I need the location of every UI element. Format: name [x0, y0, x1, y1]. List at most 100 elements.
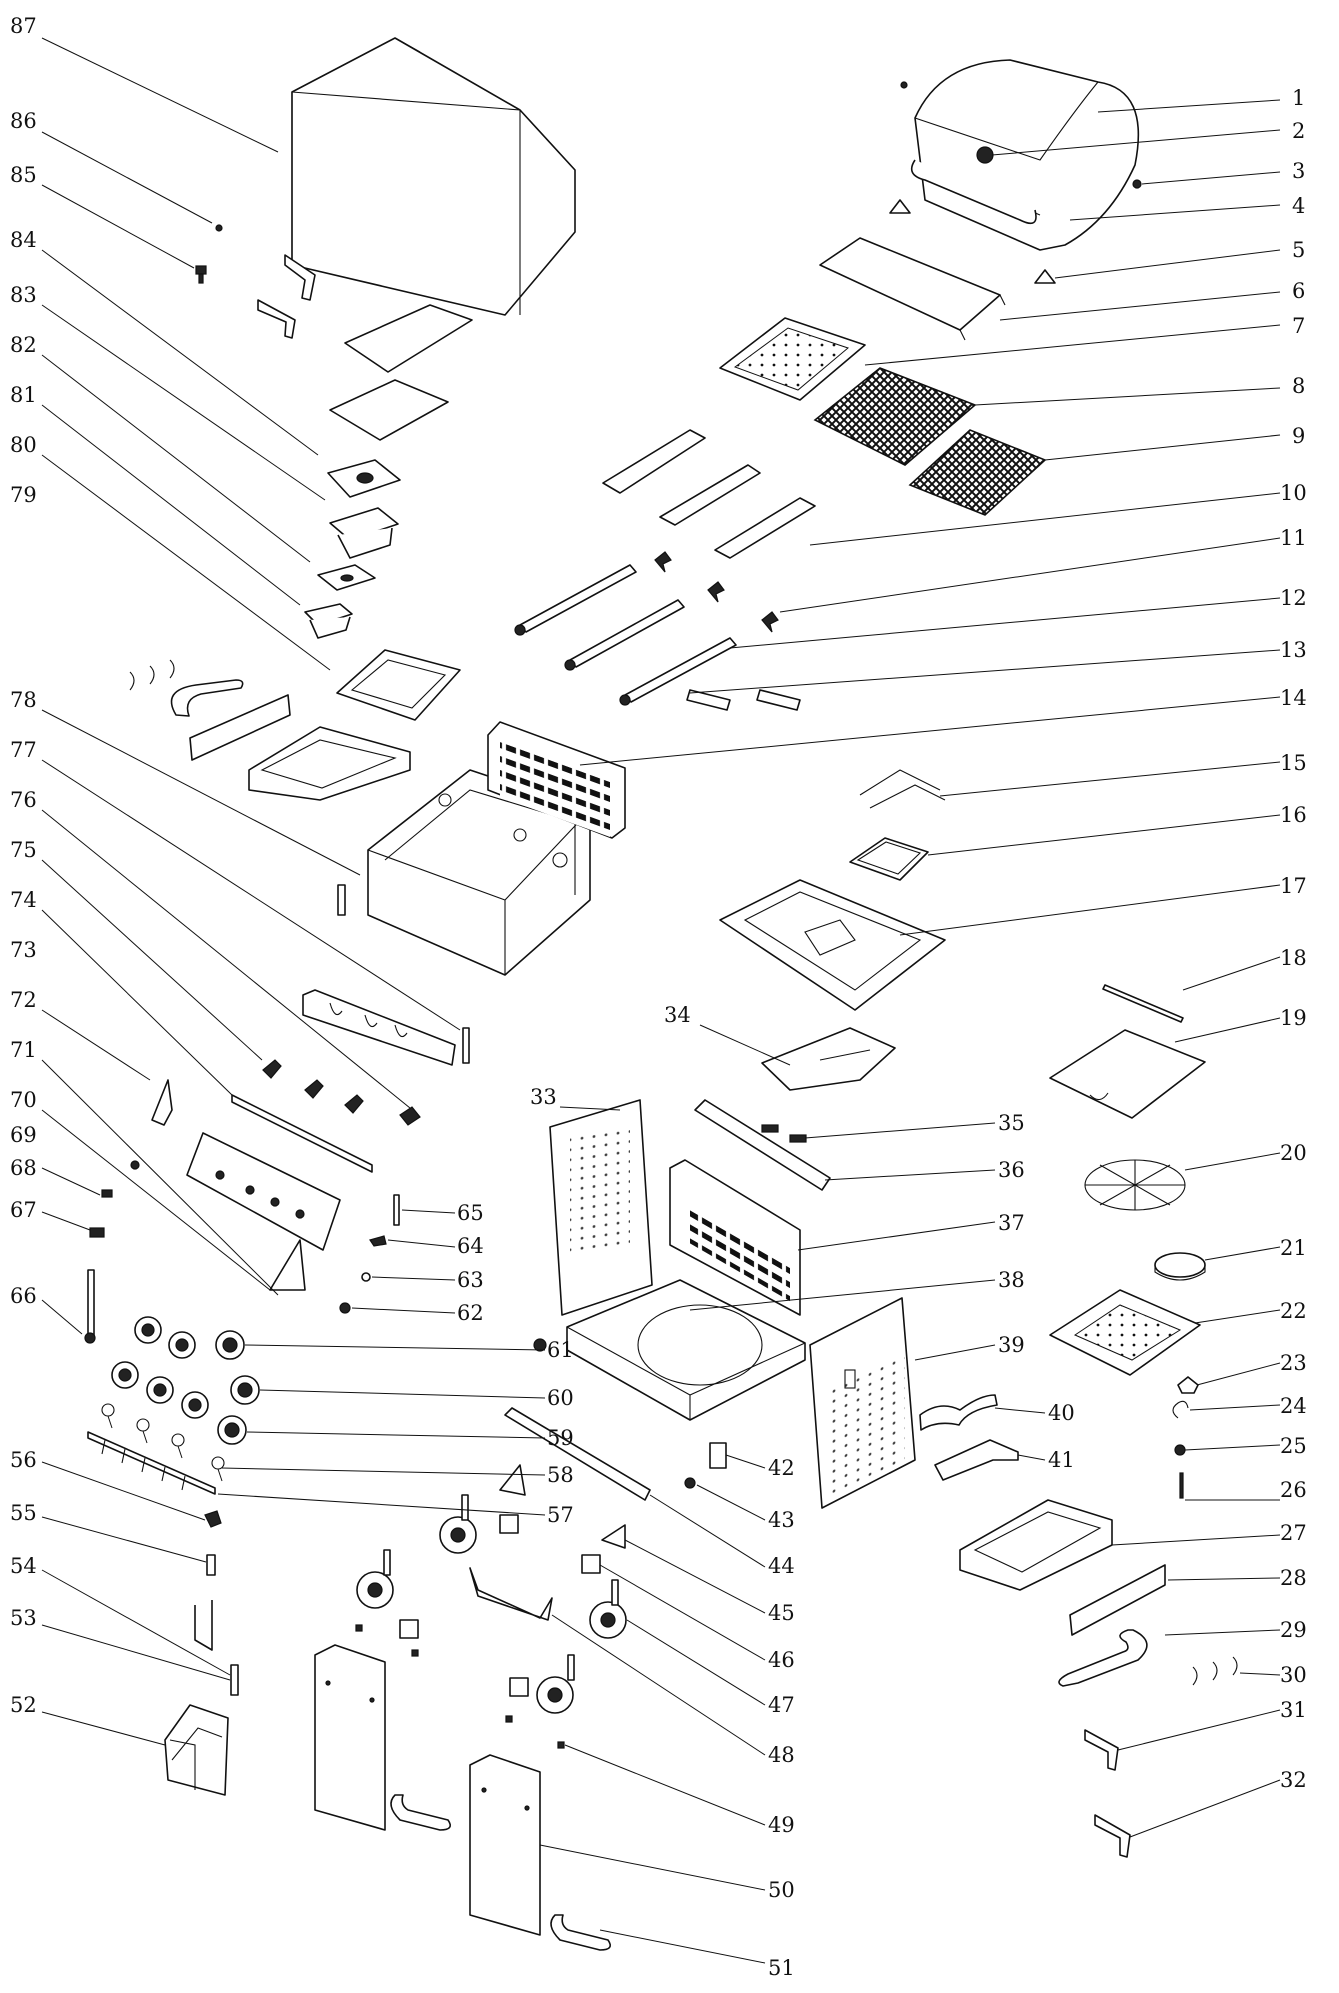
- callout-54: 54: [10, 1554, 37, 1578]
- callout-43: 43: [768, 1508, 795, 1532]
- part-clip-75: [462, 1027, 470, 1064]
- part-rod: [1102, 984, 1184, 1023]
- part-lid-screw: [1132, 179, 1142, 189]
- callout-65: 65: [457, 1201, 484, 1225]
- callout-12: 12: [1280, 586, 1307, 610]
- callout-42: 42: [768, 1456, 795, 1480]
- callout-45: 45: [768, 1601, 795, 1625]
- part-door-handle-left: [390, 1794, 451, 1831]
- callout-70: 70: [10, 1088, 37, 1112]
- part-bracket-69: [269, 1239, 306, 1291]
- part-pin-26: [1179, 1472, 1184, 1499]
- part-side-shelf-right: [1049, 1029, 1206, 1119]
- part-bracket-a: [284, 254, 316, 301]
- part-bracket-b: [257, 299, 296, 339]
- callout-38: 38: [998, 1268, 1025, 1292]
- part-bracket-40: [919, 1394, 998, 1431]
- callout-53: 53: [10, 1606, 37, 1630]
- part-igniter: [89, 1227, 105, 1238]
- part-bezels: [101, 1403, 225, 1482]
- callout-18: 18: [1280, 946, 1307, 970]
- part-clip-53: [230, 1664, 239, 1696]
- part-bumper-a: [889, 199, 911, 214]
- part-firebox: [367, 769, 591, 976]
- callout-23: 23: [1280, 1351, 1307, 1375]
- callout-57: 57: [547, 1503, 574, 1527]
- part-clip-55: [206, 1554, 216, 1576]
- part-bracket-23: [1177, 1376, 1199, 1394]
- part-cart-left-panel: [549, 1099, 653, 1316]
- callout-14: 14: [1280, 686, 1307, 710]
- part-cup-holder: [859, 769, 946, 809]
- part-manifold: [231, 1094, 373, 1173]
- callout-39: 39: [998, 1333, 1025, 1357]
- callout-58: 58: [547, 1463, 574, 1487]
- part-valves: [262, 1059, 421, 1126]
- callout-84: 84: [10, 228, 37, 252]
- callout-64: 64: [457, 1234, 484, 1258]
- part-cart-right-panel: [809, 1297, 916, 1509]
- part-griddle: [719, 317, 866, 401]
- part-burners: [514, 564, 737, 706]
- callout-11: 11: [1280, 526, 1307, 550]
- part-cart-rail: [694, 1099, 831, 1191]
- callout-5: 5: [1292, 238, 1305, 262]
- callout-34: 34: [664, 1003, 691, 1027]
- callout-1: 1: [1292, 86, 1305, 110]
- callout-55: 55: [10, 1501, 37, 1525]
- callout-32: 32: [1280, 1768, 1307, 1792]
- part-gusset-a: [499, 1464, 526, 1496]
- part-side-burner-base: [1049, 1289, 1201, 1376]
- part-dot: [215, 224, 223, 232]
- callout-30: 30: [1280, 1663, 1307, 1687]
- part-nut: [130, 1160, 140, 1170]
- part-screw: [195, 265, 207, 284]
- callout-59: 59: [547, 1426, 574, 1450]
- part-foot-43: [684, 1477, 696, 1489]
- part-side-frame: [336, 649, 461, 721]
- callout-66: 66: [10, 1284, 37, 1308]
- part-shelf-front-right: [1069, 1564, 1166, 1636]
- part-probe: [84, 1269, 96, 1344]
- leader-lines: [41, 37, 1281, 1964]
- part-burner-tray: [327, 459, 401, 498]
- part-shelf-front-left: [189, 694, 291, 761]
- callout-28: 28: [1280, 1566, 1307, 1590]
- part-nut-62: [339, 1302, 351, 1314]
- callout-46: 46: [768, 1648, 795, 1672]
- part-shelf-body-left: [248, 726, 411, 801]
- part-bracket-41: [934, 1439, 1019, 1481]
- callout-13: 13: [1280, 638, 1307, 662]
- callout-40: 40: [1048, 1401, 1075, 1425]
- callout-8: 8: [1292, 374, 1305, 398]
- callout-74: 74: [10, 888, 37, 912]
- callout-15: 15: [1280, 751, 1307, 775]
- part-grease-funnel: [761, 1027, 896, 1091]
- callout-47: 47: [768, 1693, 795, 1717]
- callout-68: 68: [10, 1156, 37, 1180]
- part-blocks: [761, 1124, 807, 1143]
- callout-22: 22: [1280, 1299, 1307, 1323]
- callout-3: 3: [1292, 159, 1305, 183]
- callout-73: 73: [10, 938, 37, 962]
- callout-29: 29: [1280, 1618, 1307, 1642]
- callout-87: 87: [10, 14, 37, 38]
- callout-71: 71: [10, 1038, 37, 1062]
- callout-35: 35: [998, 1111, 1025, 1135]
- callout-77: 77: [10, 738, 37, 762]
- callout-9: 9: [1292, 424, 1305, 448]
- callout-76: 76: [10, 788, 37, 812]
- part-bumper-b: [1034, 269, 1056, 284]
- callouts-center: 65 64 63 62 61 60 59 58 57 34 33 35 36 3…: [457, 1003, 1075, 1980]
- callout-26: 26: [1280, 1478, 1307, 1502]
- part-hooks-right: [1192, 1656, 1238, 1686]
- part-cross-brace: [504, 1407, 651, 1501]
- callout-78: 78: [10, 688, 37, 712]
- callout-67: 67: [10, 1198, 37, 1222]
- part-bracket-71: [151, 1079, 173, 1126]
- part-hooks-left: [129, 659, 175, 691]
- callout-4: 4: [1292, 194, 1305, 218]
- part-side-pan: [329, 507, 399, 559]
- callout-25: 25: [1280, 1434, 1307, 1458]
- part-clip-64: [369, 1235, 387, 1247]
